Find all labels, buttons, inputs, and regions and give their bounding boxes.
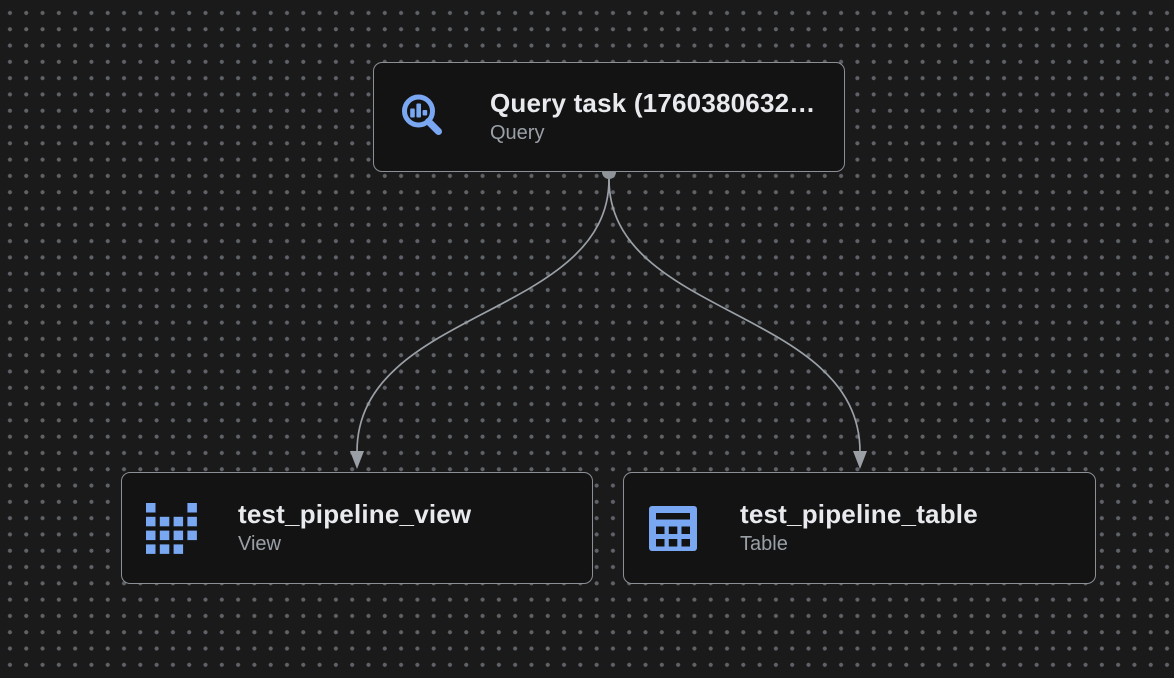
- bigquery-search-chart-icon: [397, 91, 449, 143]
- edge-query-to-view: [356, 178, 610, 453]
- node-subtitle: Table: [740, 533, 788, 555]
- arrowhead-table-icon: [853, 451, 867, 469]
- node-title: test_pipeline_table: [740, 499, 978, 529]
- node-subtitle: View: [238, 533, 281, 555]
- node-subtitle: Query: [490, 122, 545, 144]
- node-query-task[interactable]: Query task (1760380632… Query: [373, 62, 845, 172]
- node-text: Query task (1760380632… Query: [490, 87, 816, 147]
- node-text: test_pipeline_view View: [238, 498, 471, 558]
- node-title: test_pipeline_view: [238, 499, 472, 529]
- node-text: test_pipeline_table Table: [740, 498, 978, 558]
- node-test-pipeline-table[interactable]: test_pipeline_table Table: [623, 472, 1096, 584]
- node-test-pipeline-view[interactable]: test_pipeline_view View: [121, 472, 593, 584]
- node-title: Query task (1760380632…: [490, 88, 816, 118]
- view-dotted-table-icon: [145, 502, 197, 554]
- table-grid-icon: [647, 502, 699, 554]
- edge-query-to-table: [608, 178, 861, 453]
- arrowhead-view-icon: [350, 451, 364, 469]
